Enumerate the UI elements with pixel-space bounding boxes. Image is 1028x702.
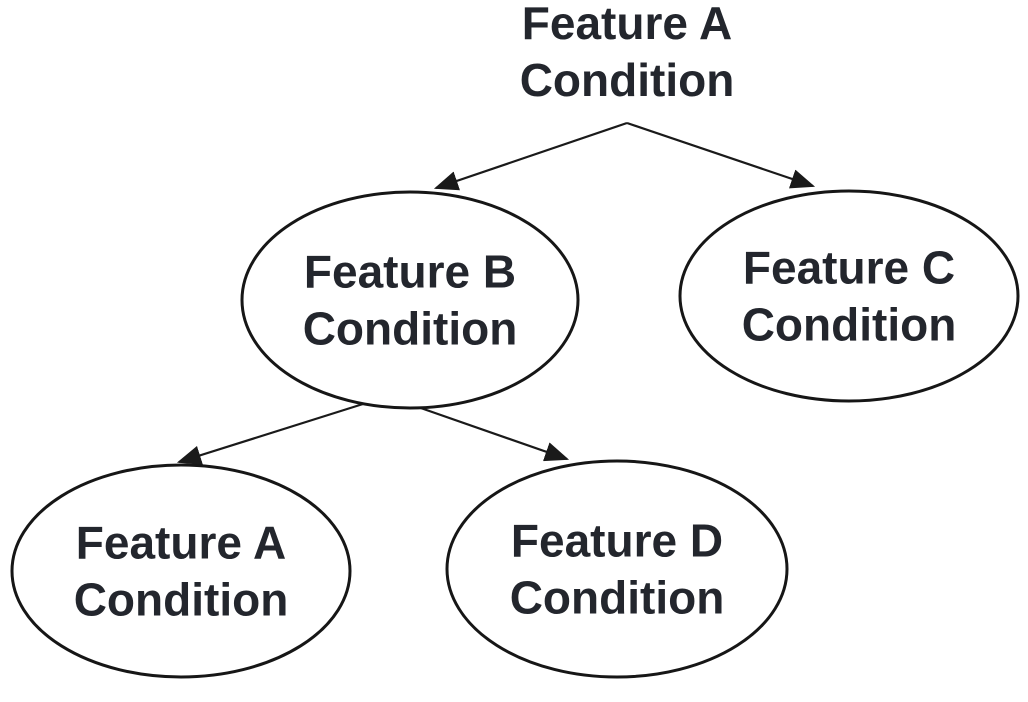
node-ellipse-feature-d-condition	[445, 459, 789, 679]
node-ellipse-feature-a-condition-leaf	[10, 463, 352, 679]
node-ellipse-feature-b-condition	[240, 190, 580, 410]
edge-root-to-feature-c	[626, 121, 816, 189]
edge-root-to-feature-b	[433, 121, 628, 191]
edge-feature-b-to-feature-a	[176, 402, 364, 465]
node-ellipse-feature-c-condition	[678, 189, 1020, 403]
edge-feature-b-to-feature-d	[414, 404, 570, 462]
edges-layer	[176, 121, 816, 465]
